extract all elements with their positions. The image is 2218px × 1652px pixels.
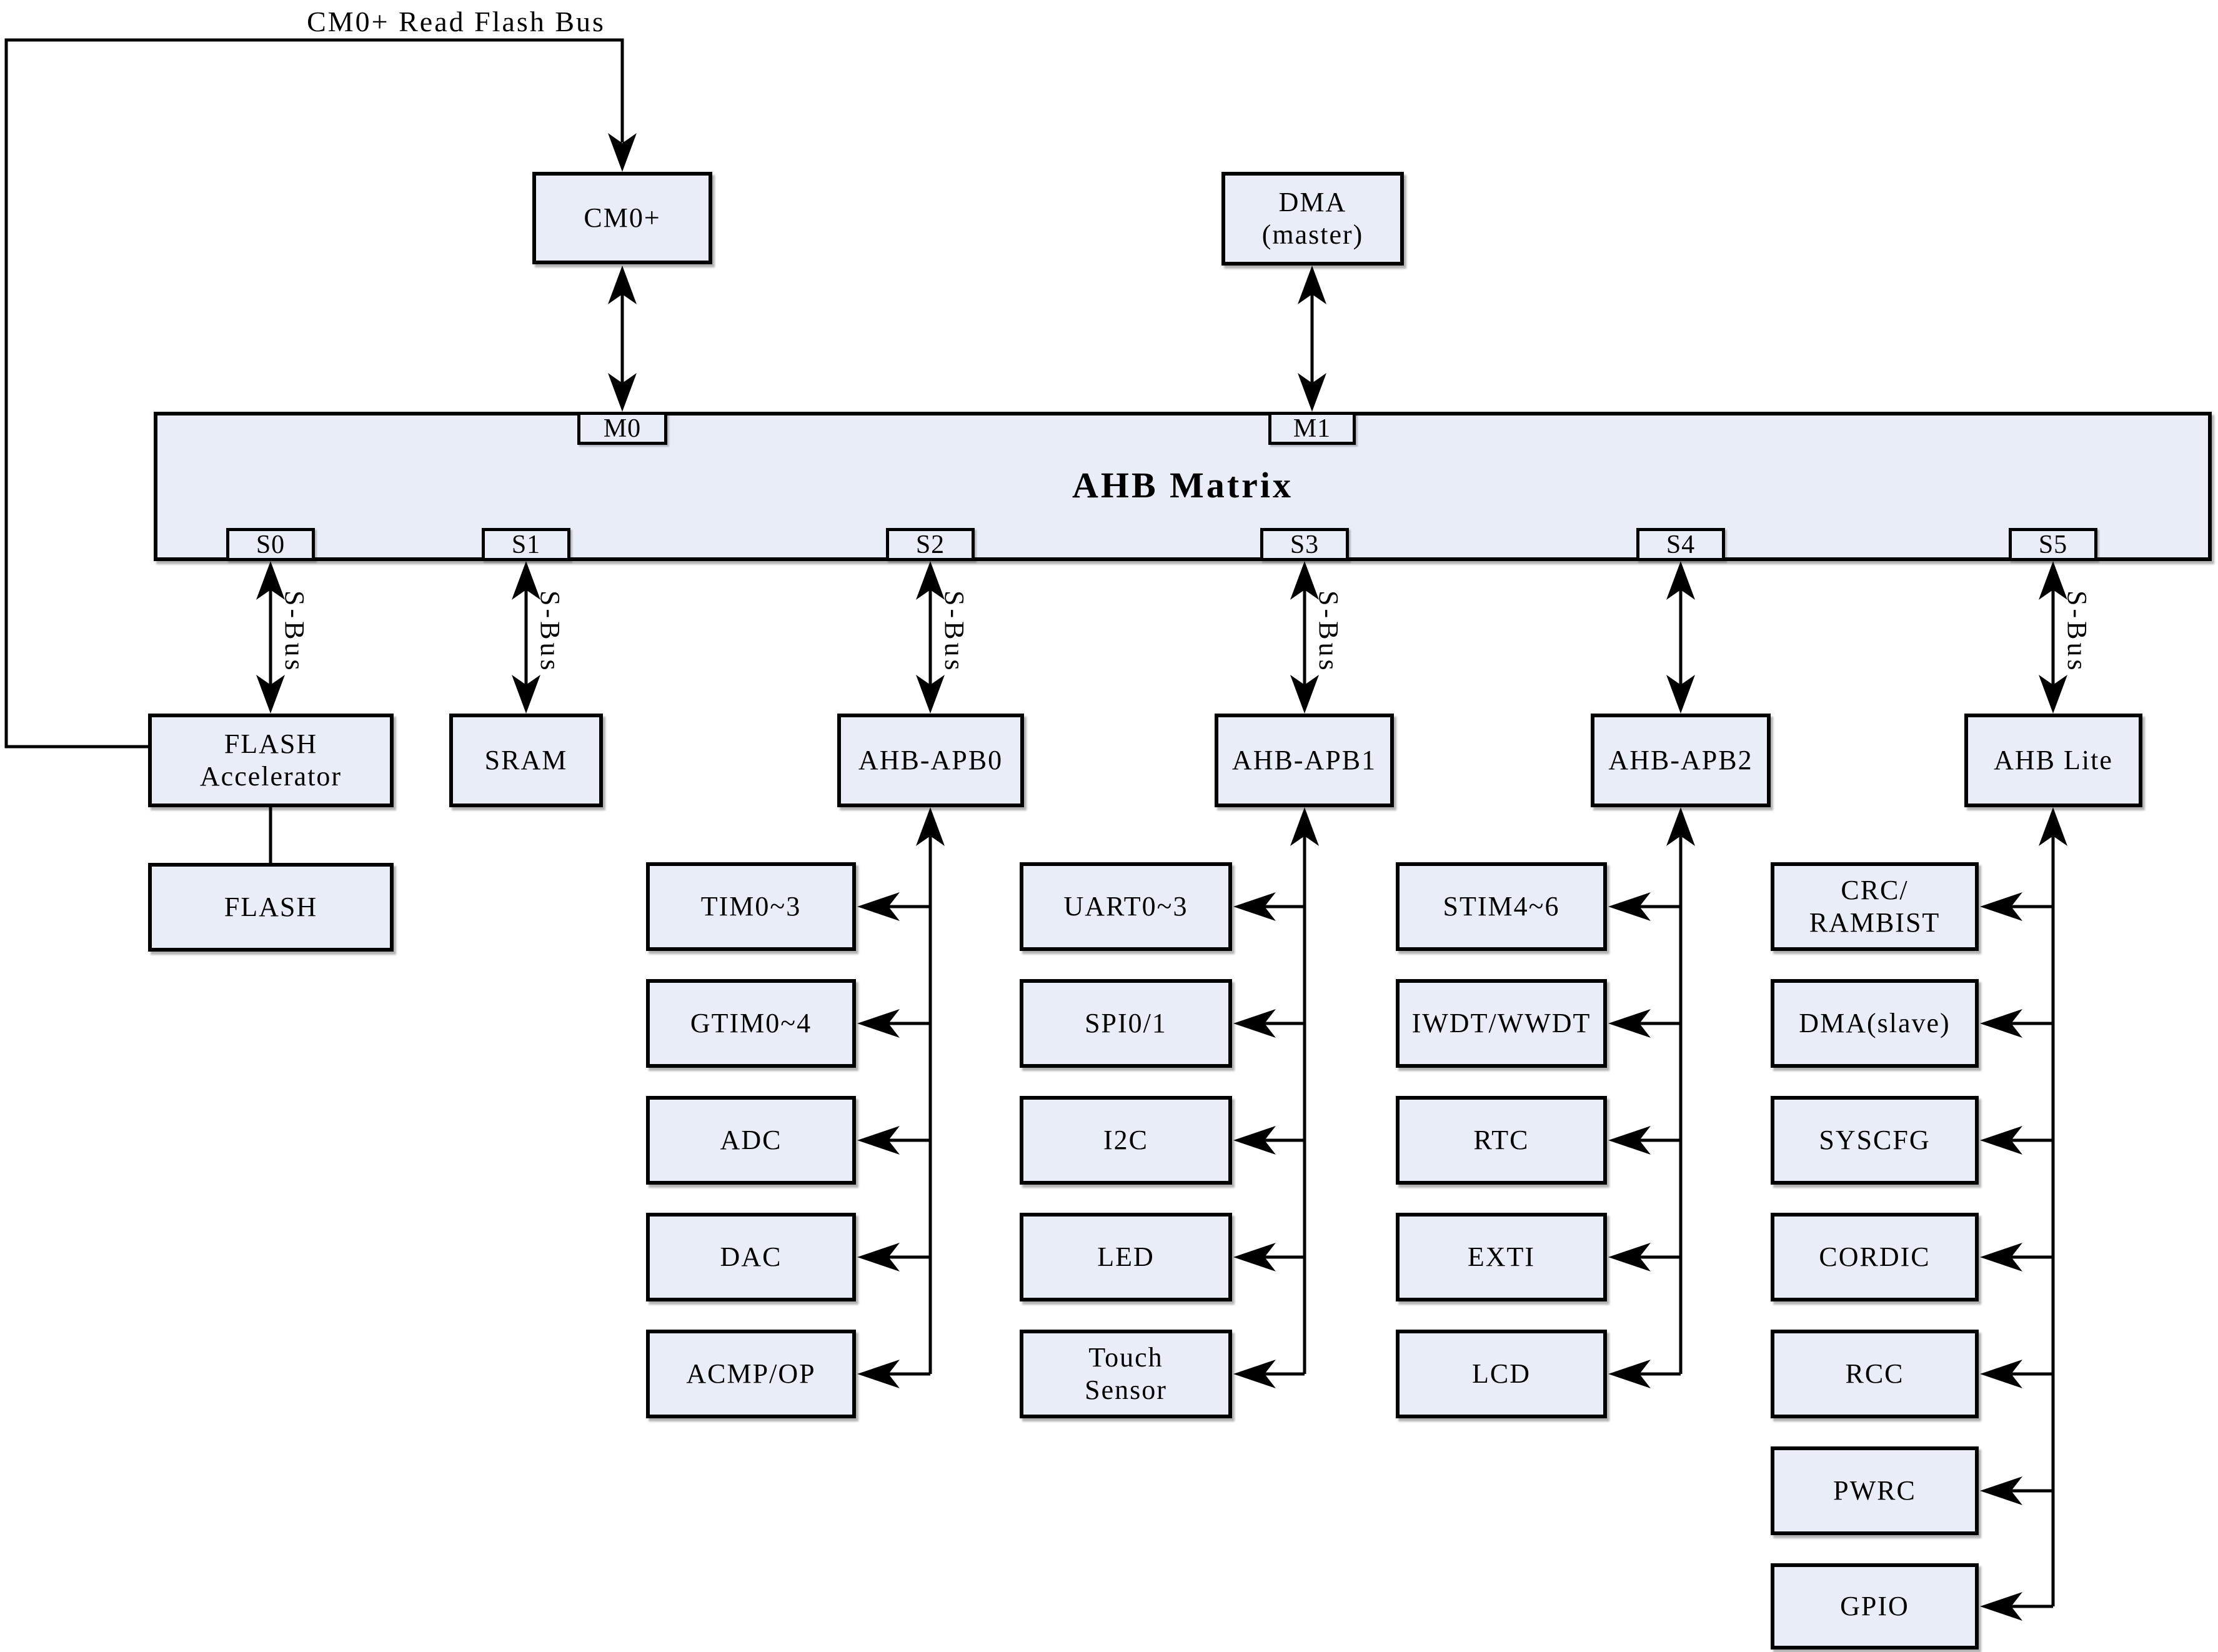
arrowhead-into-apb2-peripheral-1 (1608, 1009, 1651, 1038)
peripheral-box-gtim0-4: GTIM0~4 (646, 979, 856, 1068)
arrowhead-up-s3 (1290, 561, 1319, 600)
port-m0: M0 (577, 412, 667, 445)
peripheral-box-adc: ADC (646, 1096, 856, 1185)
arrowhead-into-apb0-peripheral-1 (857, 1009, 900, 1038)
arrowhead-into-ahb-lite-peripheral-0 (1980, 892, 2022, 921)
peripheral-box-syscfg: SYSCFG (1771, 1096, 1979, 1185)
arrowhead-up-s4 (1666, 561, 1695, 600)
arrowhead-into-ahb-lite-peripheral-2 (1980, 1126, 2022, 1155)
cm0-box: CM0+ (532, 172, 712, 264)
arrowhead-into-apb1-peripheral-4 (1233, 1360, 1276, 1388)
arrowhead-up-s5 (2039, 561, 2067, 600)
sbus-label-s1: S-Bus (535, 590, 565, 674)
peripheral-box-crc-rambist: CRC/ RAMBIST (1771, 862, 1979, 951)
peripheral-box-rtc: RTC (1396, 1096, 1607, 1185)
port-s1: S1 (482, 528, 570, 561)
arrowhead-into-apb2-peripheral-2 (1608, 1126, 1651, 1155)
arrowhead-up-s2 (916, 561, 945, 600)
peripheral-box-exti: EXTI (1396, 1213, 1607, 1301)
arrowhead-into-apb2-peripheral-3 (1608, 1243, 1651, 1271)
peripheral-box-dma-slave: DMA(slave) (1771, 979, 1979, 1068)
ahb-lite-box: AHB Lite (1964, 714, 2142, 807)
arrowhead-down-s5 (2039, 675, 2067, 714)
sbus-label-s0: S-Bus (279, 590, 310, 674)
sram-box: SRAM (449, 714, 603, 807)
arrowhead-down-s0 (256, 675, 285, 714)
arrowhead-up-bus-apb0 (916, 807, 945, 846)
port-s0: S0 (226, 528, 315, 561)
arrowhead-into-apb0-peripheral-4 (857, 1360, 900, 1388)
peripheral-box-gpio: GPIO (1771, 1563, 1979, 1650)
arrowhead-down-m1 (1298, 373, 1326, 412)
arrowhead-into-apb0-peripheral-2 (857, 1126, 900, 1155)
peripheral-box-uart0-3: UART0~3 (1020, 862, 1232, 951)
peripheral-box-i2c: I2C (1020, 1096, 1232, 1185)
peripheral-box-pwrc: PWRC (1771, 1446, 1979, 1535)
arrowhead-up-bus-apb1 (1290, 807, 1319, 846)
sbus-label-s3: S-Bus (1313, 590, 1344, 674)
bus-label-cm0-read-flash: CM0+ Read Flash Bus (307, 6, 605, 37)
sbus-label-s5: S-Bus (2062, 590, 2092, 674)
arrowhead-down-s1 (512, 675, 540, 714)
peripheral-box-rcc: RCC (1771, 1330, 1979, 1418)
arrowhead-into-ahb-lite-peripheral-6 (1980, 1592, 2022, 1621)
peripheral-box-iwdt-wwdt: IWDT/WWDT (1396, 979, 1607, 1068)
peripheral-box-led: LED (1020, 1213, 1232, 1301)
ahb-apb0-box: AHB-APB0 (837, 714, 1024, 807)
peripheral-box-cordic: CORDIC (1771, 1213, 1979, 1301)
port-m1: M1 (1268, 412, 1356, 445)
arrowhead-into-ahb-lite-peripheral-4 (1980, 1360, 2022, 1388)
ahb-apb1-box: AHB-APB1 (1215, 714, 1394, 807)
arrowhead-up-s0 (256, 561, 285, 600)
port-s2: S2 (886, 528, 975, 561)
arrowhead-into-apb1-peripheral-1 (1233, 1009, 1276, 1038)
peripheral-box-spi0-1: SPI0/1 (1020, 979, 1232, 1068)
ahb-matrix-title: AHB Matrix (1072, 465, 1294, 505)
arrowhead-up-s1 (512, 561, 540, 600)
arrowhead-into-apb1-peripheral-0 (1233, 892, 1276, 921)
arrowhead-into-apb0-peripheral-3 (857, 1243, 900, 1271)
peripheral-box-tim0-3: TIM0~3 (646, 862, 856, 951)
arrowhead-into-cm0 (608, 133, 637, 172)
arrowhead-up-m0 (608, 266, 637, 304)
arrowhead-down-s3 (1290, 675, 1319, 714)
port-s5: S5 (2009, 528, 2097, 561)
arrowhead-into-apb2-peripheral-4 (1608, 1360, 1651, 1388)
peripheral-box-touch-sensor: Touch Sensor (1020, 1330, 1232, 1418)
peripheral-box-dac: DAC (646, 1213, 856, 1301)
arrowhead-into-apb1-peripheral-2 (1233, 1126, 1276, 1155)
peripheral-box-stim4-6: STIM4~6 (1396, 862, 1607, 951)
ahb-apb2-box: AHB-APB2 (1591, 714, 1771, 807)
arrowhead-into-apb0-peripheral-0 (857, 892, 900, 921)
ahb-matrix: AHB Matrix (154, 412, 2212, 561)
wire-cm0-read-flash-bus (4, 38, 624, 749)
arrowhead-up-bus-apb2 (1666, 807, 1695, 846)
flash-box: FLASH (148, 863, 394, 952)
arrowhead-down-s4 (1666, 675, 1695, 714)
peripheral-box-acmp-op: ACMP/OP (646, 1330, 856, 1418)
arrowhead-down-s2 (916, 675, 945, 714)
arrowhead-up-m1 (1298, 266, 1326, 304)
sbus-label-s2: S-Bus (939, 590, 970, 674)
arrowhead-into-apb1-peripheral-3 (1233, 1243, 1276, 1271)
port-s4: S4 (1636, 528, 1725, 561)
arrowhead-down-m0 (608, 373, 637, 412)
port-s3: S3 (1260, 528, 1349, 561)
arrowhead-up-bus-ahb-lite (2039, 807, 2067, 846)
arrowhead-into-ahb-lite-peripheral-1 (1980, 1009, 2022, 1038)
arrowhead-into-ahb-lite-peripheral-3 (1980, 1243, 2022, 1271)
arrowhead-into-ahb-lite-peripheral-5 (1980, 1476, 2022, 1505)
arrowhead-into-apb2-peripheral-0 (1608, 892, 1651, 921)
flash-accelerator-box: FLASH Accelerator (148, 714, 394, 807)
dma-master-box: DMA (master) (1221, 172, 1404, 266)
peripheral-box-lcd: LCD (1396, 1330, 1607, 1418)
